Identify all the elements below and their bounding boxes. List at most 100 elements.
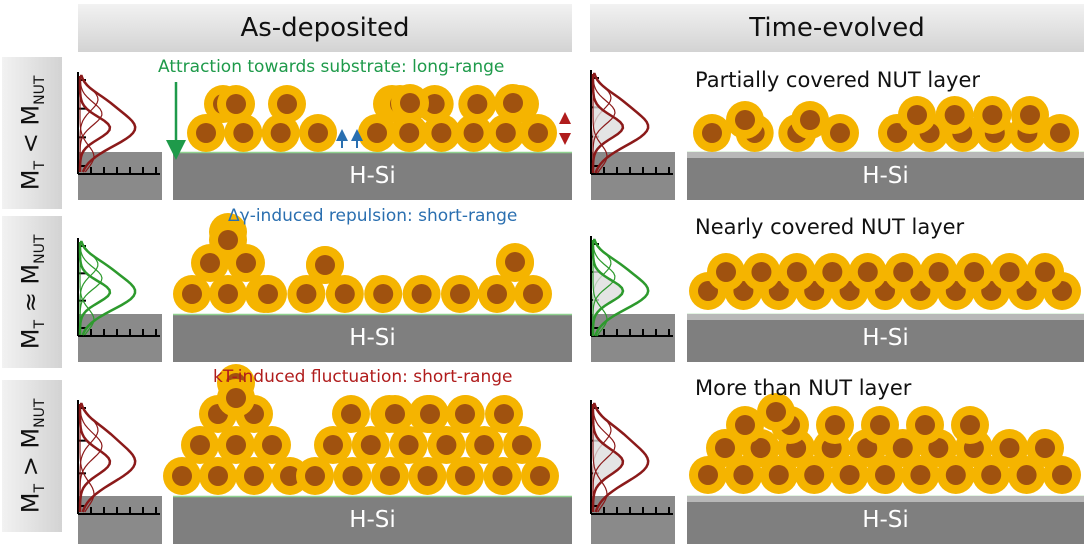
nanoparticle-core	[360, 435, 381, 455]
nanoparticle	[296, 457, 334, 495]
nanoparticle	[454, 114, 493, 152]
nanoparticle-core	[1035, 438, 1055, 458]
distribution-plot	[77, 238, 160, 337]
plot-curve	[79, 76, 95, 173]
plot-envelope	[593, 72, 650, 174]
nanoparticle-core	[928, 262, 949, 282]
nanoparticle-core	[910, 465, 931, 485]
nanoparticle	[742, 253, 781, 291]
plot-curve	[592, 404, 608, 513]
caption-more-than: More than NUT layer	[695, 376, 912, 400]
nanoparticle-core	[981, 465, 1002, 485]
nanoparticle-core	[907, 105, 927, 125]
plot-curve	[592, 403, 616, 512]
nanoparticle-core	[857, 262, 878, 282]
nanoparticle	[514, 275, 552, 313]
header-time-evolved: Time-evolved	[590, 4, 1084, 52]
nanoparticle-core	[999, 438, 1020, 458]
nanoparticle-core	[751, 262, 772, 282]
nanoparticle	[503, 426, 541, 464]
nanoparticle-core	[825, 415, 845, 435]
nanoparticle	[163, 457, 201, 495]
nanoparticle	[689, 456, 727, 494]
substrate	[687, 314, 1084, 362]
nanoparticle-core	[492, 466, 513, 486]
plot-curve	[79, 403, 103, 512]
nanoparticle-core	[505, 252, 525, 272]
plot-fill	[593, 240, 623, 336]
nanoparticle-core	[431, 123, 452, 143]
nanoparticle	[483, 457, 522, 495]
nanoparticle	[390, 114, 429, 152]
nanoparticle	[199, 457, 237, 495]
nanoparticle	[521, 457, 559, 495]
plot-envelope	[593, 402, 650, 513]
nanoparticle-core	[487, 284, 507, 304]
plot-substrate	[591, 496, 675, 544]
plot-envelope	[80, 74, 137, 173]
nanoparticle	[314, 426, 352, 464]
nanoparticle-core	[296, 284, 317, 304]
nanoparticle-core	[822, 262, 843, 282]
nanoparticle-core	[528, 123, 548, 143]
nanoparticle-core	[892, 438, 913, 458]
nanoparticle-core	[436, 435, 457, 455]
nanoparticle	[446, 395, 484, 433]
nanoparticle-core	[226, 94, 246, 114]
plot-substrate	[78, 152, 162, 200]
nanoparticle	[261, 114, 300, 152]
nanoparticle	[371, 457, 409, 495]
nanoparticle-core	[373, 284, 394, 304]
nanoparticle-core	[200, 253, 220, 273]
substrate-label: H-Si	[862, 507, 909, 533]
nanoparticle-core	[804, 465, 825, 485]
nanoparticle	[726, 406, 764, 444]
nanoparticle	[465, 426, 504, 464]
nanoparticle-core	[463, 123, 484, 143]
annotation-repulsion: Δγ-induced repulsion: short-range	[228, 206, 518, 226]
nanoparticle-core	[450, 284, 470, 304]
nanoparticle-core	[857, 438, 878, 458]
nanoparticle-core	[190, 435, 210, 455]
nanoparticle	[936, 456, 975, 494]
nanoparticle	[1007, 456, 1046, 494]
nanoparticle	[884, 253, 923, 291]
nanoparticle	[1026, 429, 1064, 467]
distribution-plot	[590, 236, 673, 337]
substrate	[173, 152, 572, 200]
nanoparticle-core	[280, 466, 300, 486]
nanoparticle	[306, 246, 344, 284]
nanoparticle	[458, 85, 497, 123]
distribution-plots	[77, 70, 673, 515]
nanoparticle-core	[398, 435, 419, 455]
plot-envelope	[80, 402, 137, 513]
nanoparticle	[325, 275, 364, 313]
nanoparticle-core	[698, 465, 718, 485]
surface-highlight	[687, 152, 1084, 158]
substrate	[687, 496, 1084, 544]
plot-curve	[79, 404, 95, 513]
nanoparticle	[485, 395, 523, 433]
nanoparticle	[990, 253, 1029, 291]
substrate-label: H-Si	[349, 325, 396, 351]
nanoparticle	[391, 84, 429, 122]
nanoparticle	[441, 275, 479, 313]
nanoparticle	[1011, 96, 1049, 134]
nanoparticle-core	[315, 255, 335, 275]
nanoparticle	[848, 253, 887, 291]
distribution-plot	[590, 70, 673, 175]
header-as-deposited: As-deposited	[78, 4, 572, 52]
nanoparticle-core	[172, 466, 192, 486]
nanoparticle-core	[839, 465, 860, 485]
nanoparticle	[519, 114, 557, 152]
nanoparticle-core	[875, 465, 895, 485]
nanoparticle-core	[766, 402, 786, 422]
nanoparticle	[402, 275, 441, 313]
nanoparticle-core	[334, 284, 355, 304]
nanoparticle-core	[474, 435, 495, 455]
nanoparticle	[376, 395, 414, 433]
nanoparticle	[795, 456, 834, 494]
nanoparticle	[973, 96, 1012, 134]
nanoparticle	[253, 426, 291, 464]
substrate	[687, 152, 1084, 200]
